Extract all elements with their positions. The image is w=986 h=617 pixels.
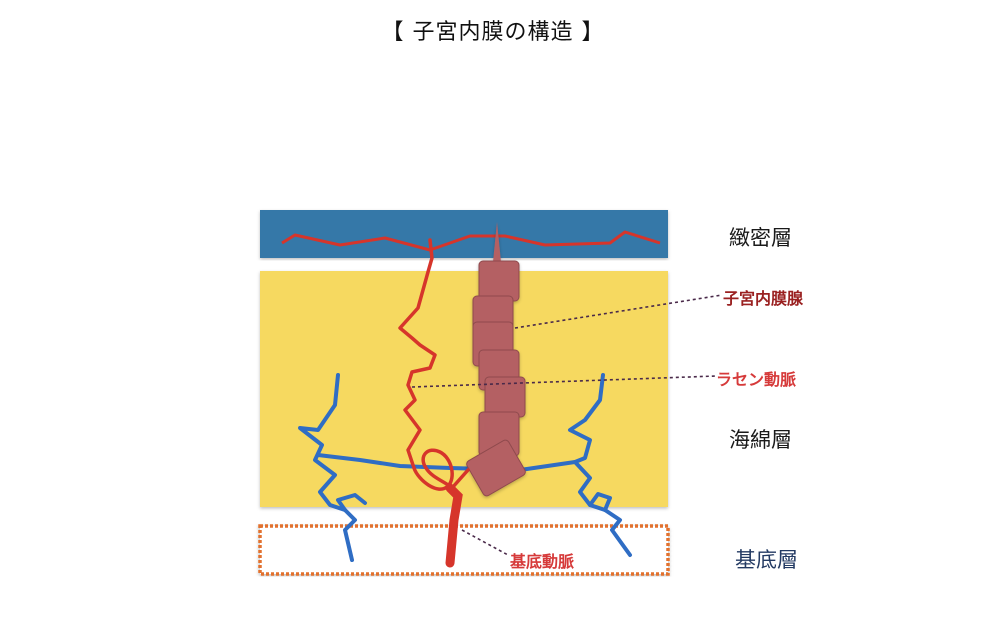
spongy-layer-label: 海綿層 <box>729 428 792 452</box>
spiral-artery <box>398 238 470 491</box>
spiral-artery-label: ラセン動脈 <box>716 370 797 389</box>
leader-lines <box>411 294 723 556</box>
basal-layer <box>258 524 670 576</box>
page-title: 【 子宮内膜の構造 】 <box>381 20 605 45</box>
gland-label: 子宮内膜腺 <box>723 289 804 308</box>
surface-capillary <box>281 230 661 252</box>
compact-layer <box>260 210 668 258</box>
spongy-layer <box>260 271 668 507</box>
uterine-gland <box>466 222 526 497</box>
compact-layer-label: 緻密層 <box>729 226 792 250</box>
basal-artery-label: 基底動脈 <box>510 552 575 571</box>
basal-artery <box>445 483 463 568</box>
basal-layer-label: 基底層 <box>735 548 798 572</box>
